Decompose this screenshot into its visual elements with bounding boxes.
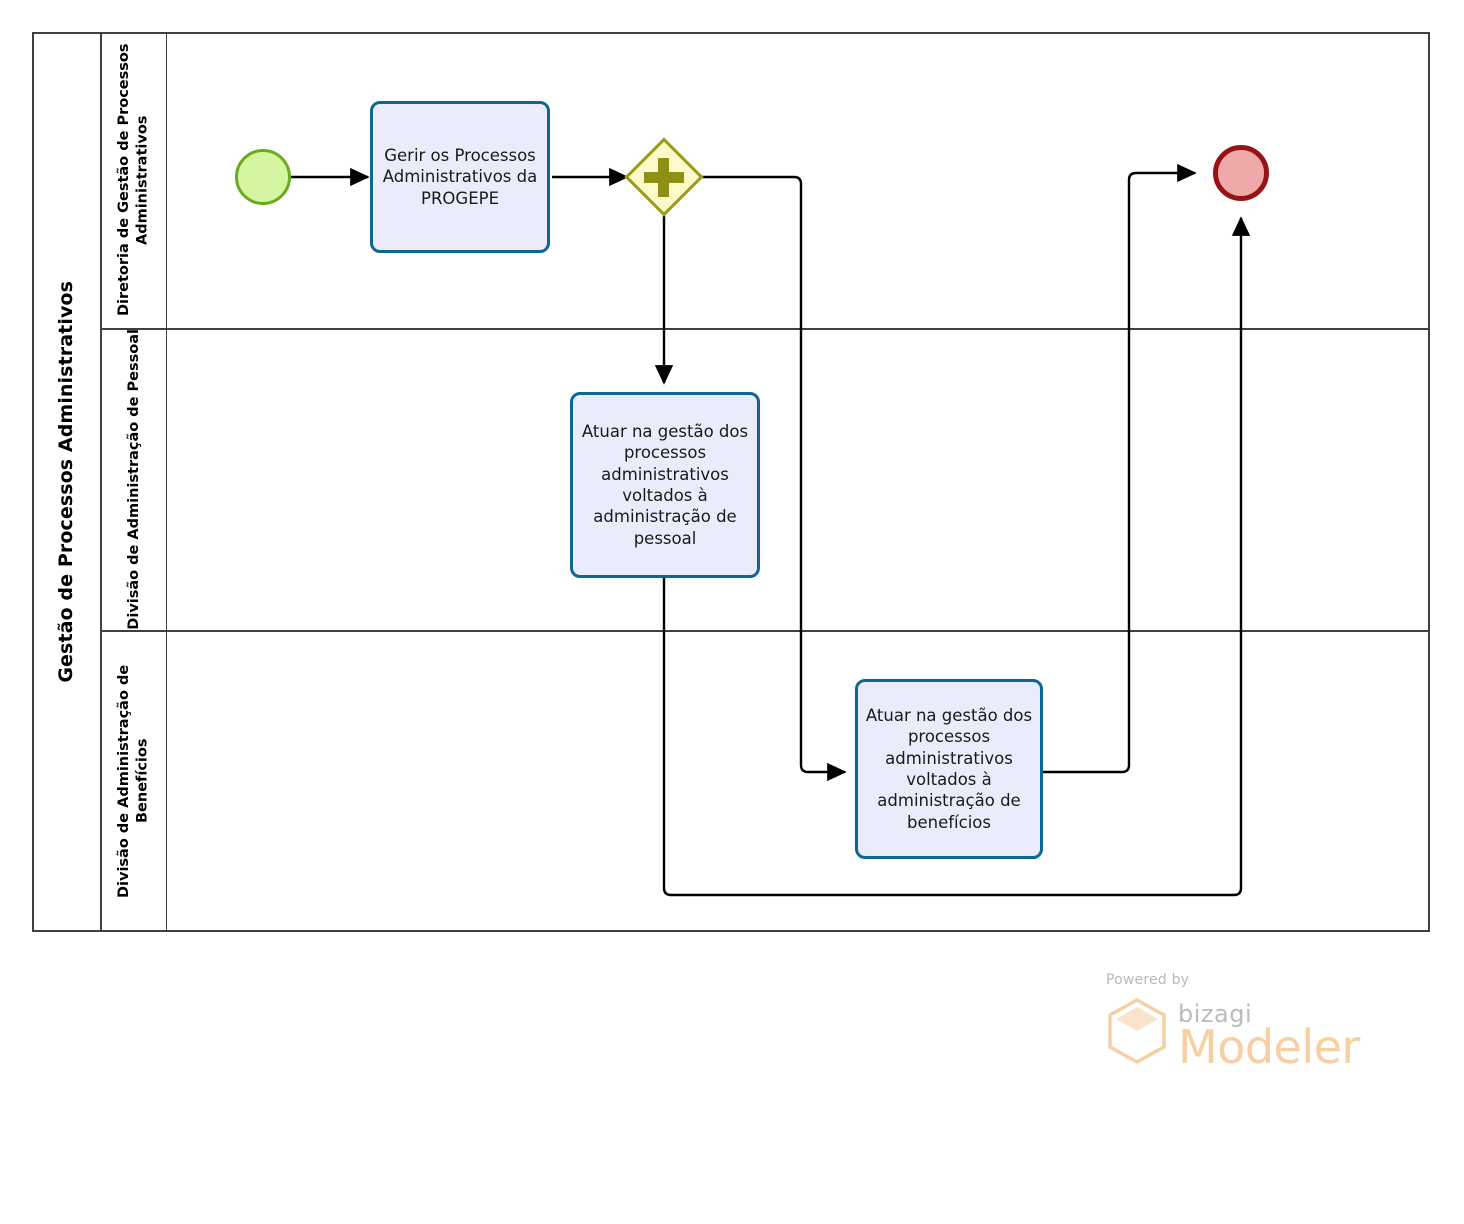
lane-diretoria-de-gestao-de-processos-administrativos[interactable]: Diretoria de Gestão de Processos Adminis… <box>102 32 1430 328</box>
pool-title-label: Gestão de Processos Administrativos <box>55 281 77 683</box>
parallel-gateway[interactable] <box>624 137 704 217</box>
gateway-plus-icon-vertical <box>658 158 669 197</box>
lane-divisao-de-administracao-de-beneficios[interactable]: Divisão de Administração de Benefícios <box>102 630 1430 932</box>
lane-beneficios-body <box>167 630 1430 932</box>
watermark-bizagi-text: bizagi <box>1178 1000 1253 1028</box>
watermark-powered-by-text: Powered by <box>1106 972 1190 988</box>
pool-title: Gestão de Processos Administrativos <box>32 32 102 932</box>
task-atuar-gestao-pessoal[interactable]: Atuar na gestão dos processos administra… <box>570 392 760 578</box>
lane-pessoal-title: Divisão de Administração de Pessoal <box>102 328 167 630</box>
lane-pessoal-body <box>167 328 1430 630</box>
lane-diretoria-label: Diretoria de Gestão de Processos Adminis… <box>116 43 151 317</box>
lane-diretoria-title: Diretoria de Gestão de Processos Adminis… <box>102 32 167 328</box>
start-event[interactable] <box>235 149 291 205</box>
lane-pessoal-label: Divisão de Administração de Pessoal <box>125 328 142 630</box>
watermark-modeler-text: Modeler <box>1178 1020 1360 1074</box>
task-atuar-gestao-beneficios[interactable]: Atuar na gestão dos processos administra… <box>855 679 1043 859</box>
task-atuar-gestao-pessoal-label: Atuar na gestão dos processos administra… <box>581 421 749 548</box>
task-atuar-gestao-beneficios-label: Atuar na gestão dos processos administra… <box>865 705 1033 832</box>
lane-divisao-de-administracao-de-pessoal[interactable]: Divisão de Administração de Pessoal <box>102 328 1430 630</box>
end-event[interactable] <box>1213 145 1269 201</box>
task-gerir-processos[interactable]: Gerir os Processos Administrativos da PR… <box>370 101 550 253</box>
lane-beneficios-label: Divisão de Administração de Benefícios <box>116 664 151 898</box>
bizagi-watermark: Powered by bizagi Modeler <box>1106 972 1386 1074</box>
task-gerir-processos-label: Gerir os Processos Administrativos da PR… <box>382 145 538 208</box>
bizagi-hexagon-logo-icon <box>1108 998 1166 1064</box>
lane-beneficios-title: Divisão de Administração de Benefícios <box>102 630 167 932</box>
